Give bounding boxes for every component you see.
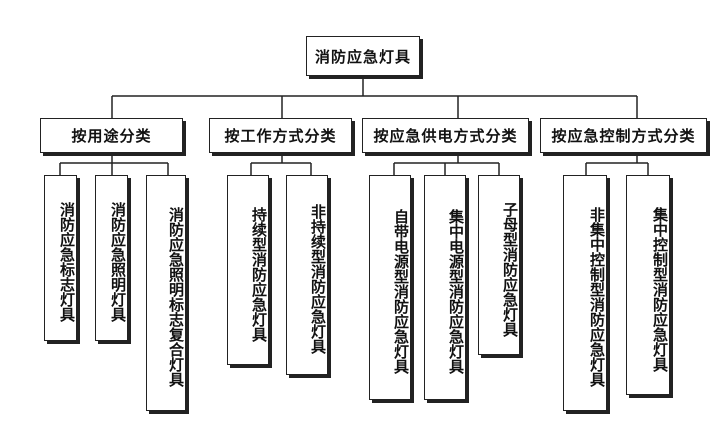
leaf-label: 消防应急照明标志复合灯具 bbox=[167, 207, 185, 387]
leaf-node: 消防应急标志灯具 bbox=[44, 175, 77, 341]
leaf-node: 非集中控制型消防应急灯具 bbox=[563, 175, 607, 411]
category-node-work-mode: 按工作方式分类 bbox=[209, 118, 352, 153]
leaf-node: 消防应急照明灯具 bbox=[95, 175, 128, 341]
leaf-label: 子母型消防应急灯具 bbox=[501, 201, 519, 337]
leaf-node: 自带电源型消防应急灯具 bbox=[369, 175, 411, 400]
leaf-node: 消防应急照明标志复合灯具 bbox=[146, 175, 186, 411]
leaf-node: 持续型消防应急灯具 bbox=[227, 175, 269, 365]
leaf-label: 消防应急照明灯具 bbox=[109, 202, 127, 322]
category-node-usage: 按用途分类 bbox=[40, 118, 183, 153]
leaf-node: 非持续型消防应急灯具 bbox=[286, 175, 328, 375]
leaf-label: 自带电源型消防应急灯具 bbox=[392, 209, 410, 374]
leaf-label: 非持续型消防应急灯具 bbox=[309, 204, 327, 354]
leaf-node: 子母型消防应急灯具 bbox=[478, 175, 520, 355]
leaf-label: 集中控制型消防应急灯具 bbox=[651, 206, 669, 372]
category-label: 按应急供电方式分类 bbox=[373, 127, 518, 145]
category-node-power-supply: 按应急供电方式分类 bbox=[362, 118, 529, 153]
leaf-label: 消防应急标志灯具 bbox=[58, 202, 76, 322]
category-label: 按用途分类 bbox=[71, 127, 152, 145]
leaf-label: 持续型消防应急灯具 bbox=[250, 206, 268, 342]
root-label: 消防应急灯具 bbox=[314, 47, 411, 66]
category-node-control-mode: 按应急控制方式分类 bbox=[540, 118, 707, 153]
leaf-label: 集中电源型消防应急灯具 bbox=[447, 209, 465, 374]
category-label: 按工作方式分类 bbox=[224, 127, 337, 145]
root-node: 消防应急灯具 bbox=[306, 36, 420, 76]
leaf-node: 集中电源型消防应急灯具 bbox=[424, 175, 466, 400]
leaf-node: 集中控制型消防应急灯具 bbox=[626, 175, 670, 395]
category-label: 按应急控制方式分类 bbox=[551, 127, 696, 145]
leaf-label: 非集中控制型消防应急灯具 bbox=[588, 207, 606, 387]
